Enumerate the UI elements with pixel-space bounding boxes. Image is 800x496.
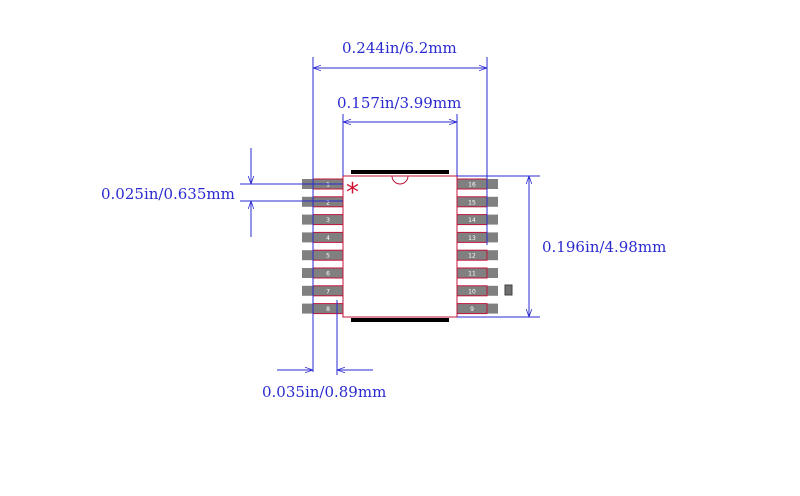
pin-number-7: 7 <box>326 288 330 295</box>
pad-left-2 <box>302 196 343 207</box>
pad-right-9 <box>457 303 498 314</box>
silkscreen-top-bar <box>351 170 449 174</box>
pad-left-8 <box>302 303 343 314</box>
pad-outline-right-11 <box>456 267 488 279</box>
pad-outline-right-9 <box>456 303 488 315</box>
pad-right-14 <box>457 214 498 225</box>
pad-right-13 <box>457 232 498 243</box>
pin-number-8: 8 <box>326 306 330 313</box>
pad-left-3 <box>302 214 343 225</box>
pin-number-5: 5 <box>326 253 330 260</box>
pad-right-16 <box>457 179 498 189</box>
pin-number-16: 16 <box>468 182 476 189</box>
pin-pitch-label: 0.025in/0.635mm <box>101 185 235 203</box>
package-body-outline <box>342 175 458 318</box>
pad-right-15 <box>457 196 498 207</box>
pad-right-11 <box>457 268 498 278</box>
pin-number-4: 4 <box>326 235 330 242</box>
pin-number-2: 2 <box>326 199 330 206</box>
pin-number-12: 12 <box>468 253 476 260</box>
overall-width-label: 0.244in/6.2mm <box>342 39 457 57</box>
pin-number-15: 15 <box>468 199 476 206</box>
pin-number-10: 10 <box>468 288 476 295</box>
pin-number-14: 14 <box>468 217 476 224</box>
pin1-notch <box>391 175 409 185</box>
pin-number-3: 3 <box>326 217 330 224</box>
pin-number-11: 11 <box>468 271 476 278</box>
pad-outline-right-12 <box>456 249 488 261</box>
pads-right: 16 15 14 13 12 11 10 9 <box>456 178 498 315</box>
orientation-mark <box>504 284 513 296</box>
pin-number-9: 9 <box>470 306 474 313</box>
pad-left-7 <box>302 285 343 296</box>
silkscreen-bottom-bar <box>351 318 449 322</box>
pin-number-6: 6 <box>326 271 330 278</box>
pad-outline-right-10 <box>456 285 488 297</box>
pad-width-label: 0.035in/0.89mm <box>262 383 386 401</box>
pad-right-12 <box>457 250 498 261</box>
pin-number-1: 1 <box>326 182 330 189</box>
pads-left: 1 2 3 4 5 6 7 8 <box>302 178 344 315</box>
pin-number-13: 13 <box>468 235 476 242</box>
pad-left-6 <box>302 268 343 278</box>
body-length-label: 0.196in/4.98mm <box>542 238 666 256</box>
pin1-marker: * <box>346 178 359 208</box>
pad-left-5 <box>302 250 343 261</box>
pad-right-10 <box>457 285 498 296</box>
body-width-label: 0.157in/3.99mm <box>337 94 461 112</box>
pad-left-4 <box>302 232 343 243</box>
